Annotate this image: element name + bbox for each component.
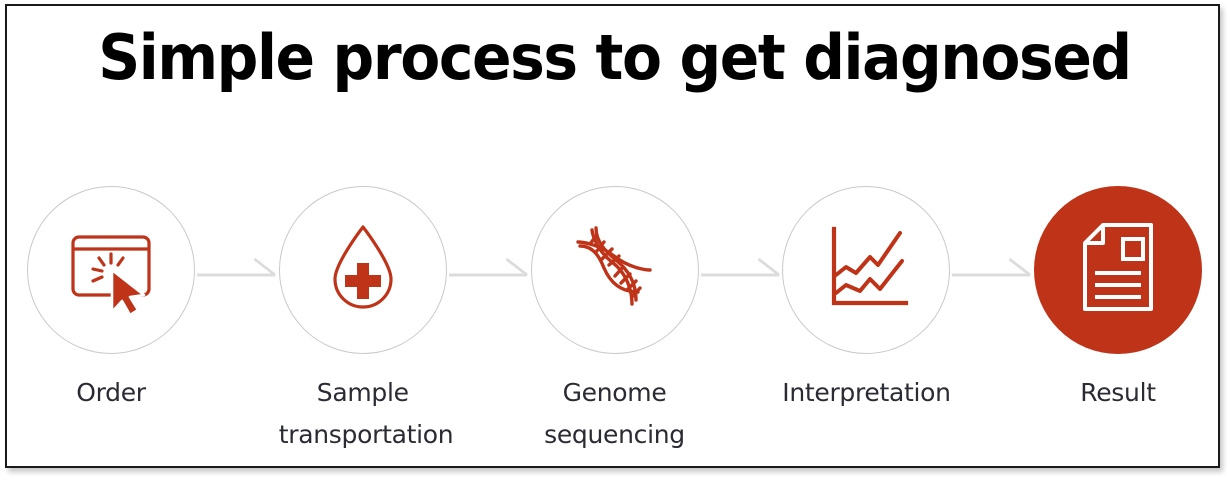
slide-frame: Simple process to get diagnosed: [5, 4, 1220, 468]
process-step-result[interactable]: [1034, 185, 1202, 354]
process-step-genome-sequencing[interactable]: [530, 185, 699, 354]
connector-arrow-4: [952, 257, 1032, 283]
step-label-order: Order: [76, 378, 146, 407]
process-label-row: Order Sample transportation Genome seque…: [27, 372, 1202, 462]
blood-drop-cross-icon: [313, 215, 413, 324]
arrow-right-icon: [197, 257, 276, 276]
step-circle-interpretation: [782, 185, 951, 354]
step-label-interpretation: Interpretation: [782, 378, 951, 407]
step-label-result: Result: [1080, 378, 1156, 407]
step-label-genome-sequencing: Genome sequencing: [544, 378, 685, 449]
process-step-row: [27, 182, 1202, 357]
step-circle-order: [27, 185, 195, 354]
process-step-order[interactable]: [27, 185, 195, 354]
step-label-sample-transportation: Sample transportation: [278, 378, 454, 449]
step-circle-genome-sequencing: [530, 185, 699, 354]
connector-arrow-3: [700, 257, 781, 283]
step-circle-sample-transportation: [278, 185, 447, 354]
dna-helix-icon: [560, 212, 670, 327]
process-step-sample-transportation[interactable]: [278, 185, 447, 354]
connector-arrow-1: [197, 257, 277, 283]
line-chart-icon: [814, 217, 918, 322]
arrow-right-icon: [700, 257, 780, 276]
arrow-right-icon: [952, 257, 1032, 276]
page-title: Simple process to get diagnosed: [98, 21, 1132, 94]
step-circle-result: [1034, 185, 1202, 354]
document-report-icon: [1073, 217, 1163, 322]
arrow-right-icon: [448, 257, 528, 276]
click-cursor-window-icon: [59, 215, 163, 324]
process-step-interpretation[interactable]: [782, 185, 951, 354]
connector-arrow-2: [448, 257, 529, 283]
